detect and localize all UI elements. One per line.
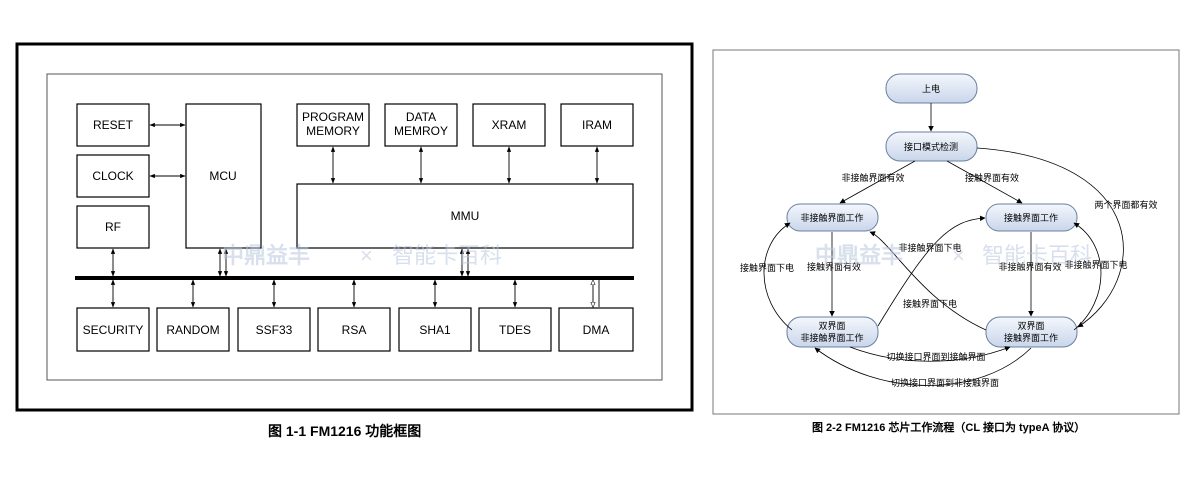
iram-block	[560, 103, 634, 147]
edge-switch-to-contact	[849, 346, 1011, 362]
edge-label-contact-valid-left: 接触界面有效	[807, 261, 861, 272]
node-dual-contactless-label-2: 非接触界面工作	[800, 332, 863, 343]
sha1-label: SHA1	[419, 323, 451, 337]
edge-label-contact-off-center: 接触界面下电	[903, 298, 957, 309]
edge-label-contactless-off-center: 非接触界面下电	[898, 242, 961, 253]
watermark-left: 中鼎益丰 × 智能卡百科	[222, 243, 502, 268]
reset-label: RESET	[93, 118, 134, 132]
clock-block	[76, 154, 150, 198]
mcu-label: MCU	[209, 169, 236, 183]
security-label: SECURITY	[83, 323, 144, 337]
ssf33-block	[237, 307, 311, 352]
rsa-label: RSA	[342, 323, 367, 337]
reset-block	[76, 103, 150, 147]
node-contactless-work-label: 非接触界面工作	[800, 212, 863, 223]
dma-block	[558, 307, 634, 352]
data-memory-label-line1: DATA	[406, 110, 436, 124]
mcu-block	[185, 103, 262, 249]
watermark-brand: 中鼎益丰	[815, 243, 903, 268]
program-memory-label-line2: MEMORY	[306, 124, 360, 138]
iram-label: IRAM	[582, 118, 612, 132]
edge-detect-to-contact	[946, 160, 1023, 204]
edge-label-switch-to-contact: 切换接口界面到接触界面	[886, 351, 985, 362]
xram-label: XRAM	[492, 118, 527, 132]
edge-dual-right-to-contactless	[869, 231, 987, 331]
edge-label-contactless-off-right: 非接触界面下电	[1064, 259, 1127, 270]
program-memory-block	[296, 103, 370, 147]
data-memory-block	[384, 103, 458, 147]
figure2-edges	[763, 103, 1124, 386]
sha1-block	[398, 307, 472, 352]
figure2-flowchart: 上电 接口模式检测 非接触界面工作 接触界面工作 双界面 非接触界面工作 双界面…	[712, 49, 1180, 434]
figure1-connectors	[110, 122, 600, 308]
watermark-site: 智能卡百科	[982, 243, 1092, 268]
program-memory-label-line1: PROGRAM	[302, 110, 364, 124]
node-interface-detect	[885, 131, 978, 162]
node-dual-contact-label-1: 双界面	[1017, 321, 1044, 331]
watermark-brand: 中鼎益丰	[222, 243, 310, 268]
watermark-separator: ×	[360, 243, 373, 268]
node-dual-contactless	[786, 316, 879, 348]
node-power-on	[885, 73, 978, 104]
mmu-block	[296, 183, 634, 249]
figure1-block-diagram: RESET CLOCK RF MCU PROGRAM MEMORY DATA M…	[15, 42, 694, 439]
figure2-frame	[712, 49, 1180, 415]
edge-detect-to-contactless	[839, 160, 916, 204]
data-memory-label-line2: MEMROY	[394, 124, 448, 138]
edge-dual-right-to-contact	[1073, 222, 1102, 331]
rf-block	[76, 205, 150, 249]
edge-label-contact-valid: 接触界面有效	[965, 172, 1019, 183]
security-block	[76, 307, 150, 352]
node-power-on-label: 上电	[922, 83, 940, 94]
edge-dual-left-to-contactless	[763, 222, 793, 331]
tdes-block	[478, 307, 552, 352]
figure2-caption: 图 2-2 FM1216 芯片工作流程（CL 接口为 typeA 协议）	[812, 420, 1085, 434]
node-dual-contactless-label-1: 双界面	[818, 321, 845, 331]
rsa-block	[317, 307, 391, 352]
node-dual-contact	[985, 316, 1078, 348]
node-contact-work	[985, 203, 1078, 232]
edge-label-contactless-valid: 非接触界面有效	[841, 172, 904, 183]
figure1-caption: 图 1-1 FM1216 功能框图	[268, 423, 421, 439]
node-dual-contact-label-2: 接触界面工作	[1004, 332, 1058, 343]
edge-label-contact-off-left: 接触界面下电	[740, 262, 794, 273]
edge-label-both-valid: 两个界面都有效	[1094, 199, 1157, 210]
random-label: RANDOM	[166, 323, 219, 337]
node-contact-work-label: 接触界面工作	[1004, 212, 1058, 223]
edge-switch-to-contactless	[814, 347, 1032, 386]
mmu-label: MMU	[451, 209, 480, 223]
dma-label: DMA	[583, 323, 610, 337]
watermark-site: 智能卡百科	[392, 243, 502, 268]
clock-label: CLOCK	[92, 169, 133, 183]
edge-label-switch-to-contactless: 切换接口界面到非接触界面	[891, 377, 999, 388]
edge-dual-left-to-contact	[877, 215, 986, 327]
tdes-label: TDES	[499, 323, 531, 337]
edge-detect-to-dual-contact	[976, 147, 1124, 328]
ssf33-label: SSF33	[256, 323, 293, 337]
random-block	[156, 307, 230, 352]
edge-label-contactless-valid-right: 非接触界面有效	[998, 261, 1061, 272]
node-interface-detect-label: 接口模式检测	[904, 141, 958, 152]
rf-label: RF	[105, 220, 121, 234]
node-contactless-work	[786, 203, 879, 232]
watermark-right: 中鼎益丰 × 智能卡百科	[815, 243, 1092, 268]
xram-block	[472, 103, 546, 147]
watermark-separator: ×	[952, 243, 965, 268]
